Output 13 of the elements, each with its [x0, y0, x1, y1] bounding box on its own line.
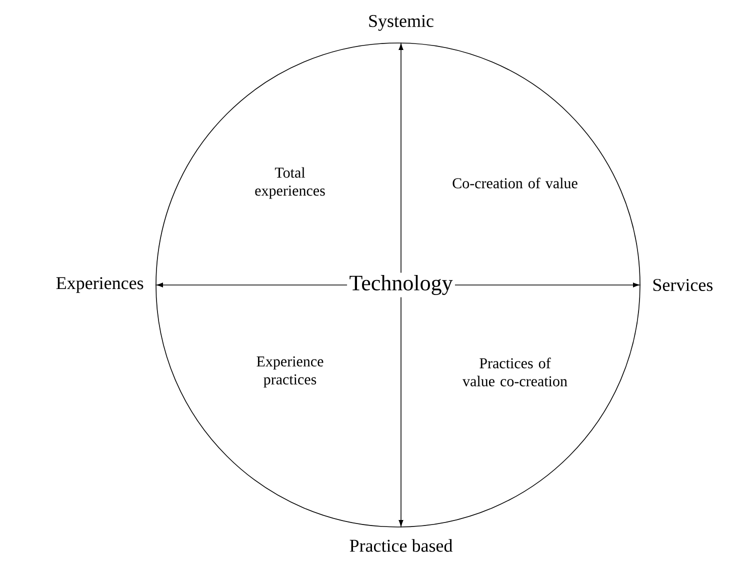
axis-label: Systemic [369, 14, 434, 31]
arrow [454, 282, 640, 288]
quadrant-label: Experience practices [256, 356, 324, 388]
quadrant-label: Total experiences [255, 167, 325, 199]
axis-label: Practice based [350, 539, 453, 552]
center-label: Technology [350, 274, 453, 295]
axis-label: Services [653, 278, 713, 292]
arrow [398, 44, 404, 274]
arrow [398, 296, 404, 526]
quadrant-label: Co-creation of value [452, 178, 578, 188]
axis-label: Experiences [56, 277, 144, 293]
quadrant-label: Practices of value co-creation [462, 358, 568, 386]
arrow [156, 282, 348, 288]
